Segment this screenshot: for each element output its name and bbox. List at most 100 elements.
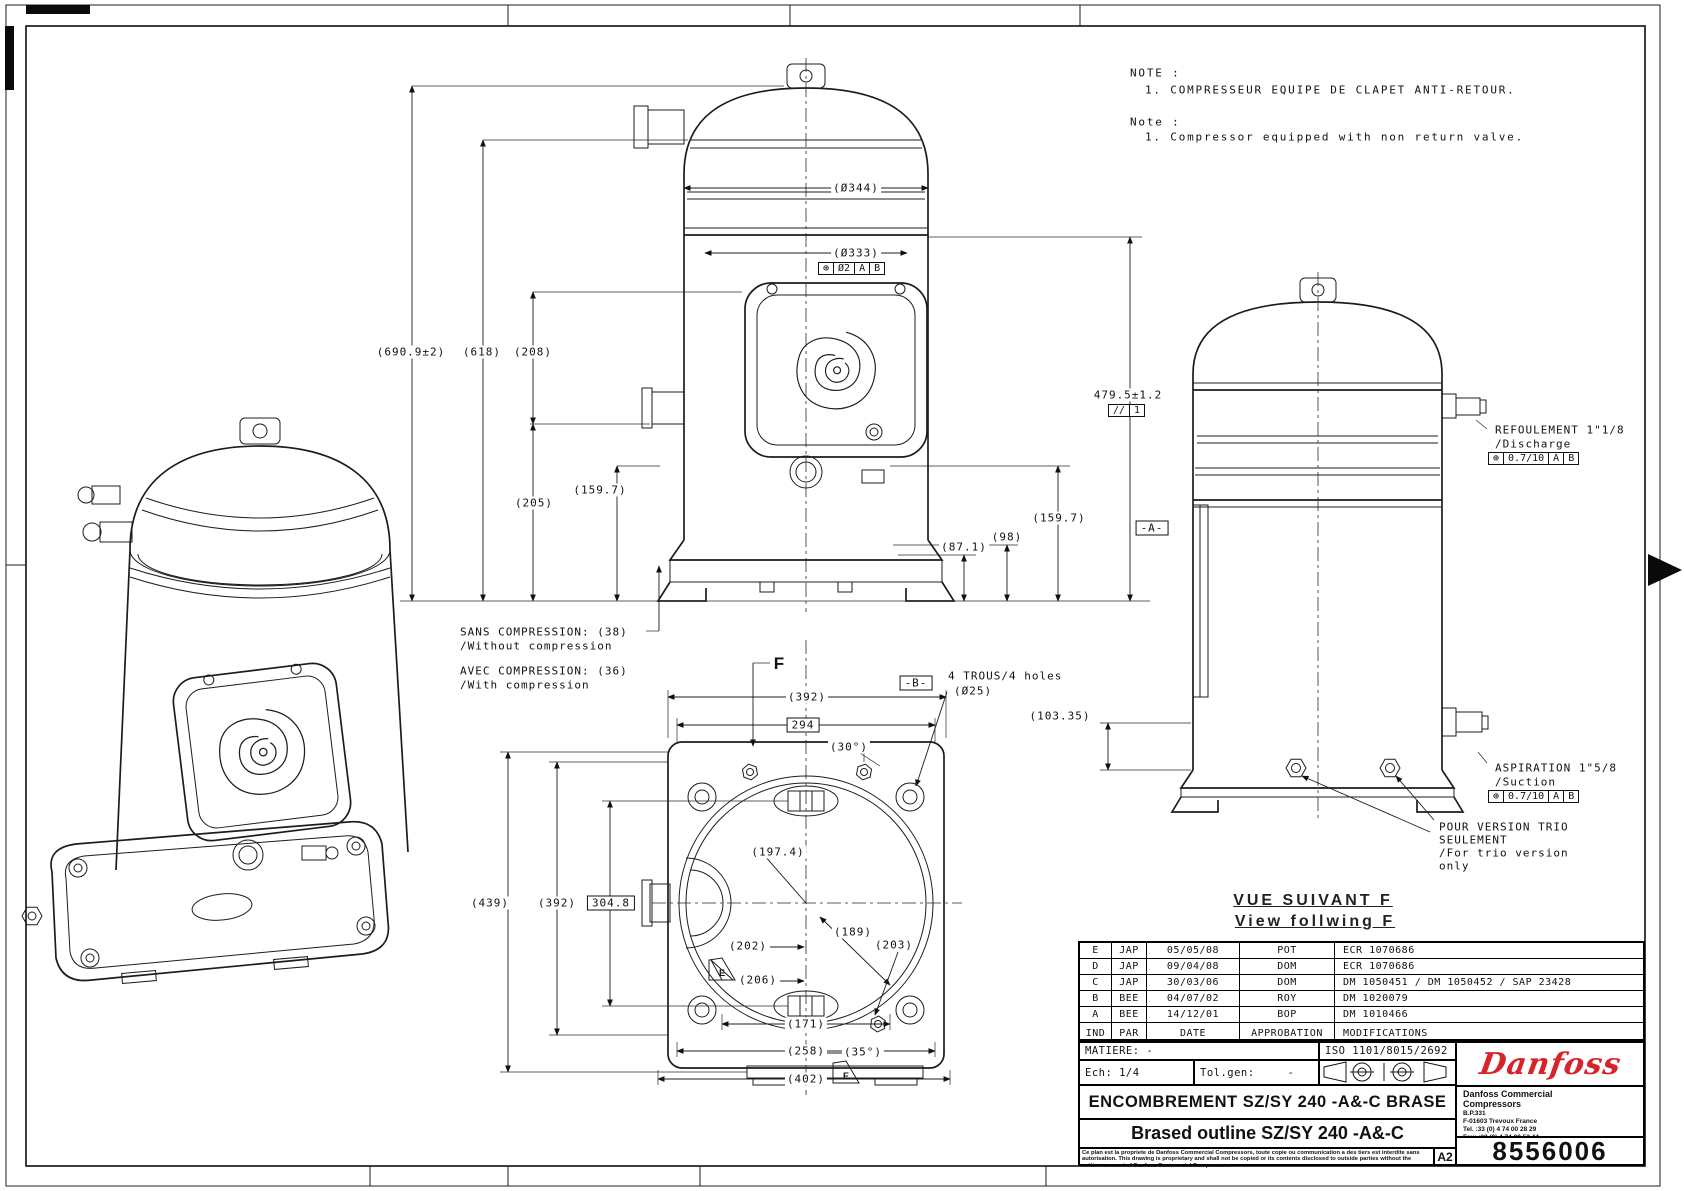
view-label-en: View follwing F (1234, 913, 1396, 930)
sheet-border (5, 4, 1682, 1187)
rev-cell: C (1080, 975, 1112, 991)
dim-holes-diameter: (Ø25) (952, 684, 995, 698)
rev-cell: BEE (1112, 1007, 1147, 1023)
rev-cell: 14/12/01 (1147, 1007, 1240, 1023)
dim-height-87: (87.1) (939, 540, 989, 554)
dim-angle-30: (30°) (827, 740, 871, 754)
rev-cell: ROY (1240, 991, 1335, 1007)
rev-cell: JAP (1112, 943, 1147, 959)
dim-shell-diameter: (Ø344) (831, 181, 881, 195)
drawing-number-cell: 8556006 (1455, 1136, 1645, 1166)
dim-width-171: (171) (784, 1017, 828, 1031)
dim-width-202: (202) (726, 939, 770, 953)
front-view-drawing (633, 58, 956, 612)
company-tel: Tel. :33 (0) 4 74 00 28 29 (1463, 1125, 1537, 1133)
note-en-item: 1. Compressor equipped with non return v… (1143, 130, 1527, 144)
label-with-compression-en: /With compression (458, 678, 592, 692)
rev-cell: POT (1240, 943, 1335, 959)
rev-header: APPROBATION (1240, 1023, 1335, 1043)
rev-header: IND (1080, 1023, 1112, 1043)
rev-cell: E (1080, 943, 1112, 959)
rev-cell: DOM (1240, 975, 1335, 991)
rev-cell: DM 1050451 / DM 1050452 / SAP 23428 (1335, 975, 1643, 991)
view-arrow-f: F (771, 654, 787, 674)
dim-height-103: (103.35) (1027, 709, 1093, 723)
dim-width-294: 294 (786, 717, 820, 733)
parallelism-icon: // (1109, 405, 1131, 416)
dim-angle-35: (35°) (841, 1045, 885, 1059)
drawing-title-en-cell: Brased outline SZ/SY 240 -A&-C (1078, 1118, 1457, 1149)
dim-radius-197: (197.4) (749, 845, 807, 859)
label-trio-en2: only (1437, 859, 1472, 873)
dim-radius-189: (189) (831, 925, 875, 939)
front-view-dimensions (400, 85, 1150, 632)
rev-cell: DOM (1240, 959, 1335, 975)
format-cell: A2 (1433, 1147, 1457, 1166)
note-en-title: Note : (1128, 115, 1183, 129)
gdt-frame-discharge: ⊕ 0.7/10 A B (1488, 452, 1580, 465)
drawing-title-en: Brased outline SZ/SY 240 -A&-C (1131, 1123, 1404, 1143)
datum-a-flag: -A- (1135, 520, 1169, 536)
tolerance-value: - (1287, 1066, 1295, 1079)
rev-cell: D (1080, 959, 1112, 975)
dim-height-overall: (690.9±2) (374, 345, 448, 359)
label-suction-fr: ASPIRATION 1"5/8 (1493, 761, 1619, 775)
revision-table: E JAP 05/05/08 POT ECR 1070686 D JAP 09/… (1078, 941, 1645, 1043)
legal-cell: Ce plan est la propriete de Danfoss Comm… (1078, 1147, 1435, 1169)
dim-height-205: (205) (512, 496, 556, 510)
label-with-compression-fr: AVEC COMPRESSION: (36) (458, 664, 630, 678)
matiere-value: MATIERE: - (1085, 1045, 1154, 1057)
dim-height-618: (618) (460, 345, 504, 359)
rev-cell: ECR 1070686 (1335, 959, 1643, 975)
dim-radius-203: (203) (872, 938, 916, 952)
datum-b-flag: -B- (899, 675, 933, 691)
rev-cell: 09/04/08 (1147, 959, 1240, 975)
iso-value: ISO 1101/8015/2692 (1325, 1045, 1448, 1057)
dim-body-diameter: (Ø333) (831, 246, 881, 260)
rev-cell: 30/03/06 (1147, 975, 1240, 991)
dim-height-159-right: (159.7) (1030, 511, 1088, 525)
label-trio-fr1: POUR VERSION TRIO (1437, 820, 1571, 834)
label-trio-en1: /For trio version (1437, 846, 1571, 860)
tolerance-label: Tol.gen: (1200, 1066, 1255, 1079)
company-name-2: Compressors (1463, 1099, 1522, 1110)
projection-symbol-icon (1323, 1061, 1447, 1083)
bottom-view-dimensions (500, 662, 951, 1085)
dim-height-392-left: (392) (535, 896, 579, 910)
rev-header: PAR (1112, 1023, 1147, 1043)
scale-value: Ech: 1/4 (1085, 1066, 1140, 1079)
iso-cell: ISO 1101/8015/2692 (1318, 1041, 1457, 1061)
company-logo-cell: Danfoss (1455, 1041, 1645, 1087)
e-flag-1: E (718, 968, 726, 978)
rev-cell: A (1080, 1007, 1112, 1023)
rev-cell: DM 1010466 (1335, 1007, 1643, 1023)
rev-cell: 05/05/08 (1147, 943, 1240, 959)
label-trio-fr2: SEULEMENT (1437, 833, 1510, 847)
dim-width-392-top: (392) (785, 690, 829, 704)
label-without-compression-fr: SANS COMPRESSION: (38) (458, 625, 630, 639)
position-tolerance-icon: ⊕ (819, 263, 835, 274)
dim-width-258: (258) (784, 1044, 828, 1058)
note-fr-item: 1. COMPRESSEUR EQUIPE DE CLAPET ANTI-RET… (1143, 83, 1518, 97)
rev-cell: 04/07/02 (1147, 991, 1240, 1007)
gdt-frame-body: ⊕ Ø2 A B (818, 262, 886, 275)
dim-height-159-left: (159.7) (571, 483, 629, 497)
note-fr-title: NOTE : (1128, 66, 1183, 80)
label-4-holes: 4 TROUS/4 holes (946, 669, 1065, 683)
position-tolerance-icon: ⊕ (1489, 453, 1505, 464)
label-suction-en: /Suction (1493, 775, 1558, 789)
label-without-compression-en: /Without compression (458, 639, 615, 653)
rev-cell: JAP (1112, 975, 1147, 991)
dim-height-304: 304.8 (586, 895, 636, 911)
scale-cell: Ech: 1/4 (1078, 1059, 1195, 1086)
rev-cell: DM 1020079 (1335, 991, 1643, 1007)
position-tolerance-icon: ⊕ (1489, 791, 1505, 802)
rev-cell: ECR 1070686 (1335, 943, 1643, 959)
gdt-frame-parallelism: // 1 (1108, 404, 1146, 417)
dim-width-402: (402) (784, 1072, 828, 1086)
label-discharge-fr: REFOULEMENT 1"1/8 (1493, 423, 1627, 437)
rev-cell: BOP (1240, 1007, 1335, 1023)
dim-height-98: (98) (989, 530, 1025, 544)
danfoss-logo: Danfoss (1476, 1046, 1624, 1082)
